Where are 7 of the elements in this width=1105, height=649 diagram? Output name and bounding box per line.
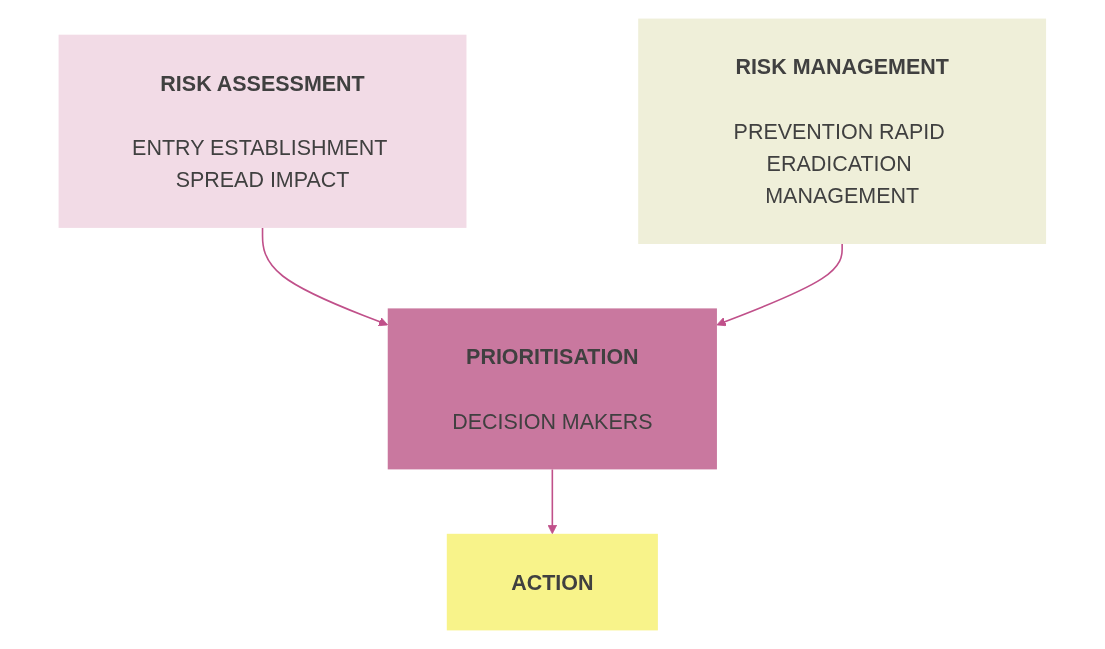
arrow <box>261 227 389 327</box>
node-box: RISK ASSESSMENT ENTRY ESTABLISHMENT SPREAD IMPACT <box>58 34 467 228</box>
arrow <box>716 243 844 327</box>
node-box: PRIORITISATION DECISION MAKERS <box>387 308 718 470</box>
node-box: RISK MANAGEMENT PREVENTION RAPID ERADICATION MANAGEMENT <box>638 18 1047 244</box>
node-box: ACTION <box>446 533 659 631</box>
arrow <box>547 468 558 535</box>
